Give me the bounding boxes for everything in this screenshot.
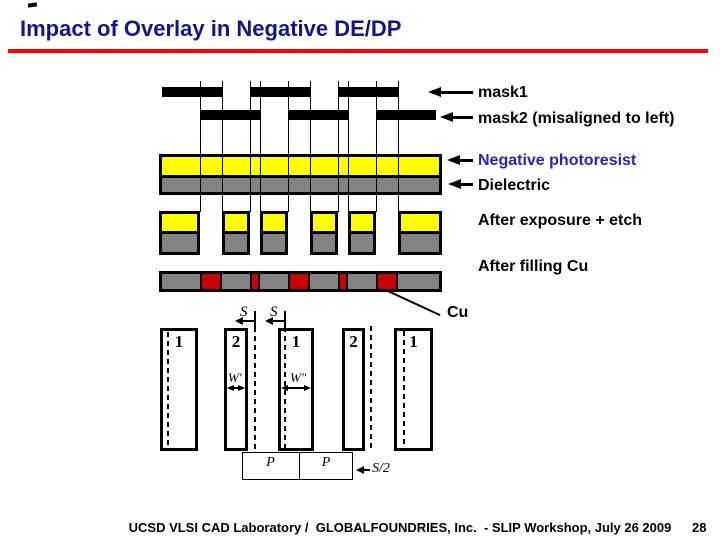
mask-edge-guide-line xyxy=(250,81,251,212)
dielectric-label: Dielectric xyxy=(478,177,551,194)
mask-edge-guide-line xyxy=(338,81,339,212)
photoresist-layer xyxy=(162,157,439,175)
mask-edge-guide-line xyxy=(222,81,223,212)
mask2-arrow-shaft xyxy=(451,116,473,119)
mask2-label: mask2 (misaligned to left) xyxy=(478,110,675,127)
title-underline xyxy=(8,49,708,53)
dim-w-arrow-right xyxy=(238,384,245,391)
mask2-bar xyxy=(200,110,260,120)
mask2-arrow-head xyxy=(440,112,453,122)
mask-edge-guide-line xyxy=(376,81,377,212)
dim-s-arrow-shaft xyxy=(272,320,285,322)
cu-fill-segment xyxy=(376,274,398,289)
photoresist-arrow-head xyxy=(447,155,460,165)
cu-callout-line xyxy=(385,289,440,316)
exposure-block-dielectric xyxy=(313,234,335,252)
cu-fill-segment xyxy=(338,274,348,289)
dim-s-arrow-shaft xyxy=(242,320,255,322)
pitch-box-divider xyxy=(299,452,300,480)
exposure-block-resist xyxy=(263,214,285,231)
mask2-bar xyxy=(376,110,436,120)
mask1-bar xyxy=(250,87,310,97)
exposure-block-resist xyxy=(351,214,373,231)
dim-s-arrow-head xyxy=(235,317,243,325)
mask2-bar xyxy=(288,110,348,120)
wire-number: 1 xyxy=(291,332,301,351)
exposure-block-dielectric xyxy=(162,234,197,252)
dielectric-arrow-head xyxy=(448,179,461,189)
exposure-block-resist xyxy=(313,214,335,231)
dim-s2-arrow-head xyxy=(356,466,364,474)
wire-rect xyxy=(394,328,433,451)
dim-w-arrow-left xyxy=(227,384,234,391)
mask-edge-guide-line xyxy=(200,81,201,212)
wire-number: 1 xyxy=(174,332,184,351)
dim-w-label: W′ xyxy=(228,370,242,385)
dim-s-label: S xyxy=(240,304,248,320)
reference-dashed-line xyxy=(254,327,256,452)
mask-edge-guide-line xyxy=(260,81,261,212)
wire-number: 1 xyxy=(409,332,418,351)
cu-fill-segment xyxy=(288,274,310,289)
dielectric-layer xyxy=(162,178,439,192)
mask-edge-guide-line xyxy=(288,81,289,212)
cu-label: Cu xyxy=(447,304,469,321)
dim-s2-arrow-shaft xyxy=(363,469,370,471)
wire-rect xyxy=(342,328,365,451)
after-etch-label: After exposure + etch xyxy=(478,212,643,229)
pitch-label: P xyxy=(266,455,275,470)
dim-s-label: S xyxy=(270,304,278,320)
reference-tick xyxy=(284,311,286,327)
exposure-block-resist xyxy=(401,214,439,231)
cu-fill-segment xyxy=(250,274,260,289)
pitch-box xyxy=(242,452,353,480)
dim-w-label: W″ xyxy=(290,370,307,385)
reference-dashed-line xyxy=(167,332,169,448)
mask-edge-guide-line xyxy=(348,81,349,212)
dim-w-arrow-right xyxy=(304,384,311,391)
exposure-block-dielectric xyxy=(263,234,285,252)
dim-w-arrow-shaft xyxy=(233,387,239,389)
page-number: 28 xyxy=(692,520,707,535)
mask1-label: mask1 xyxy=(478,84,528,101)
dim-w-arrow-left xyxy=(281,384,288,391)
pitch-label: P xyxy=(321,455,331,470)
dim-s-arrow-head xyxy=(265,317,273,325)
wire-number: 2 xyxy=(231,332,241,351)
wire-rect xyxy=(160,328,198,451)
photoresist-label: Negative photoresist xyxy=(478,152,637,169)
exposure-block-dielectric xyxy=(401,234,439,252)
dielectric-arrow-shaft xyxy=(459,183,473,186)
page-title: Impact of Overlay in Negative DE/DP xyxy=(20,16,402,41)
mask1-bar xyxy=(338,87,398,97)
exposure-block-dielectric xyxy=(225,234,247,252)
exposure-block-resist xyxy=(225,214,247,231)
cu-fill-segment xyxy=(200,274,222,289)
photoresist-arrow-shaft xyxy=(458,159,473,162)
mask1-arrow-head xyxy=(428,87,441,97)
dim-s2-label: S/2 xyxy=(372,461,390,476)
reference-tick xyxy=(254,311,256,327)
footer-text: UCSD VLSI CAD Laboratory / GLOBALFOUNDRI… xyxy=(128,520,672,535)
reference-dashed-line xyxy=(370,326,372,452)
mask-edge-guide-line xyxy=(398,81,399,212)
mask1-arrow-shaft xyxy=(439,91,473,94)
exposure-block-resist xyxy=(162,214,197,231)
dim-w-arrow-shaft xyxy=(287,387,305,389)
reference-dashed-line xyxy=(403,331,405,448)
wire-number: 2 xyxy=(349,332,358,351)
mask1-bar xyxy=(162,87,222,97)
exposure-block-dielectric xyxy=(351,234,373,252)
mask-edge-guide-line xyxy=(310,81,311,212)
after-cu-label: After filling Cu xyxy=(478,258,589,275)
